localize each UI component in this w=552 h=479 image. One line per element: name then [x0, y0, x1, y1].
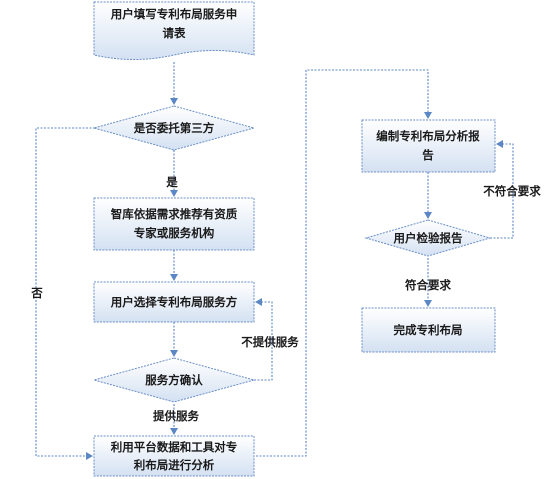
compile-report-text-1: 编制专利布局分析报	[376, 129, 480, 143]
label-no-service: 不提供服务	[241, 335, 299, 349]
think-tank-text-1: 智库依据需求推荐有资质	[111, 207, 238, 221]
analyze-text-2: 利布局进行分析	[133, 458, 215, 472]
complete-node: 完成专利布局	[361, 307, 496, 353]
arrow-analyze-to-report	[256, 69, 432, 457]
arrow-no-service	[254, 298, 273, 381]
arrow-decision-no	[35, 127, 95, 460]
user-check-text: 用户检验报告	[393, 231, 463, 245]
user-check-node: 用户检验报告	[364, 219, 492, 257]
provider-confirm-text: 服务方确认	[145, 373, 203, 387]
user-select-text: 用户选择专利布局服务方	[110, 295, 238, 309]
analyze-node: 利用平台数据和工具对专 利布局进行分析	[93, 435, 255, 477]
label-provide-service: 提供服务	[153, 409, 199, 423]
label-meet: 符合要求	[405, 278, 451, 292]
delegate-decision-node: 是否委托第三方	[92, 105, 256, 151]
apply-form-node: 用户填写专利布局服务申 请表	[93, 1, 255, 60]
apply-form-text-2: 请表	[163, 26, 186, 40]
compile-report-text-2: 告	[422, 148, 434, 162]
delegate-decision-text: 是否委托第三方	[133, 121, 215, 135]
provider-confirm-node: 服务方确认	[92, 357, 256, 403]
complete-text: 完成专利布局	[394, 323, 463, 337]
analyze-text-1: 利用平台数据和工具对专	[110, 440, 238, 454]
label-yes: 是	[165, 175, 178, 189]
think-tank-text-2: 专家或服务机构	[134, 226, 215, 240]
user-select-node: 用户选择专利布局服务方	[93, 281, 255, 323]
apply-form-text-1: 用户填写专利布局服务申	[110, 7, 238, 21]
compile-report-node: 编制专利布局分析报 告	[361, 119, 496, 173]
arrow-not-meet	[490, 140, 514, 239]
label-not-meet: 不符合要求	[483, 184, 541, 198]
label-no: 否	[30, 286, 43, 300]
think-tank-node: 智库依据需求推荐有资质 专家或服务机构	[93, 197, 255, 251]
